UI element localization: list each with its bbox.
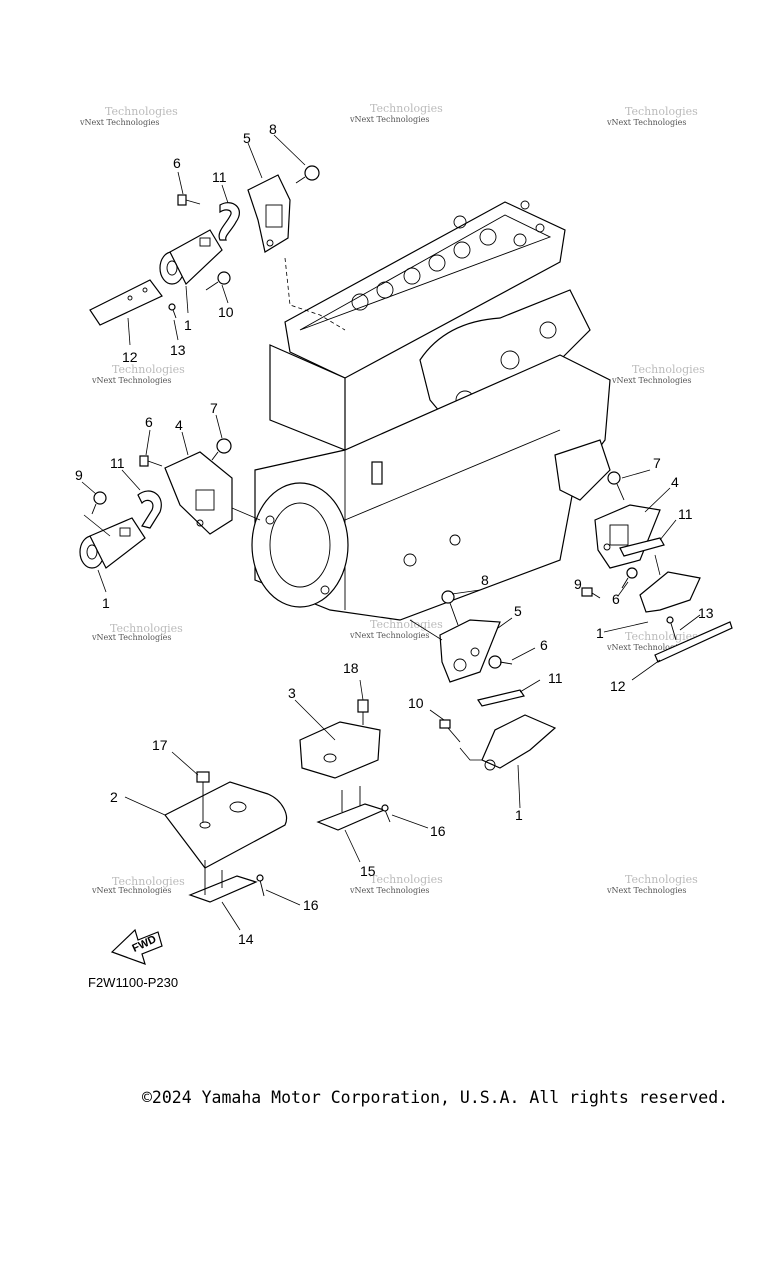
callout-18: 18 <box>343 660 359 676</box>
watermark-bg: Technologies <box>625 105 698 118</box>
callout-3: 3 <box>288 685 296 701</box>
callout-13: 13 <box>698 605 714 621</box>
callout-16: 16 <box>303 897 319 913</box>
callout-labels: 5 8 6 11 1 10 12 13 4 7 6 9 11 1 7 4 11 … <box>75 121 714 947</box>
mount-assembly-front-center <box>409 589 557 809</box>
bolt-icon <box>196 771 210 822</box>
forward-arrow-icon: FWD <box>110 928 163 965</box>
callout-13: 13 <box>170 342 186 358</box>
watermark: vNext Technologies <box>606 886 686 895</box>
callout-8: 8 <box>481 572 489 588</box>
callout-5: 5 <box>514 603 522 619</box>
callout-4: 4 <box>175 417 183 433</box>
bolt-icon <box>357 699 369 725</box>
bolt-icon <box>295 165 320 184</box>
callout-9: 9 <box>574 576 582 592</box>
bolt-icon <box>211 438 232 461</box>
watermark-bg: Technologies <box>112 875 185 888</box>
callout-7: 7 <box>653 455 661 471</box>
watermark-bg: Technologies <box>632 363 705 376</box>
watermark: vNext Technologies <box>349 886 429 895</box>
callout-10: 10 <box>218 304 234 320</box>
callout-11: 11 <box>110 455 125 471</box>
callout-16: 16 <box>430 823 446 839</box>
callout-4: 4 <box>671 474 679 490</box>
watermark: vNext Technologies <box>606 118 686 127</box>
callout-8: 8 <box>269 121 277 137</box>
watermark-bg: Technologies <box>625 873 698 886</box>
damper-assembly-center <box>294 679 429 863</box>
mount-assembly-right <box>581 469 733 681</box>
watermark-bg: Technologies <box>625 630 698 643</box>
bolt-icon <box>139 455 163 467</box>
callout-12: 12 <box>610 678 626 694</box>
watermark-bg: Technologies <box>105 105 178 118</box>
watermark-bg: Technologies <box>112 363 185 376</box>
callout-10: 10 <box>408 695 424 711</box>
watermark: vNext Technologies <box>606 643 686 652</box>
bolt-icon <box>177 194 201 206</box>
callout-6: 6 <box>173 155 181 171</box>
callout-7: 7 <box>210 400 218 416</box>
watermark: vNext Technologies <box>91 886 171 895</box>
callout-17: 17 <box>152 737 168 753</box>
mount-assembly-upper-left <box>89 134 320 346</box>
watermark: vNext Technologies <box>349 115 429 124</box>
callout-12: 12 <box>122 349 138 365</box>
callout-11: 11 <box>548 670 563 686</box>
watermark: vNext Technologies <box>611 376 691 385</box>
callout-1: 1 <box>596 625 604 641</box>
callout-6: 6 <box>540 637 548 653</box>
callout-1: 1 <box>515 807 523 823</box>
callout-9: 9 <box>75 467 83 483</box>
callout-1: 1 <box>184 317 192 333</box>
bolt-icon <box>441 590 459 626</box>
callout-5: 5 <box>243 130 251 146</box>
copyright-notice: ©2024 Yamaha Motor Corporation, U.S.A. A… <box>142 1088 729 1107</box>
watermark-bg: Technologies <box>110 622 183 635</box>
watermark-bg: Technologies <box>370 102 443 115</box>
callout-6: 6 <box>145 414 153 430</box>
callout-14: 14 <box>238 931 254 947</box>
watermark: vNext Technologies <box>79 118 159 127</box>
watermark-bg: Technologies <box>370 618 443 631</box>
bolt-icon <box>91 491 107 515</box>
mount-assembly-mid-left <box>79 414 261 593</box>
callout-6: 6 <box>612 591 620 607</box>
callout-15: 15 <box>360 863 376 879</box>
bolt-icon <box>205 271 231 291</box>
watermark: vNext Technologies <box>349 631 429 640</box>
bolt-icon <box>581 587 601 599</box>
bolt-icon <box>439 719 461 743</box>
callout-2: 2 <box>110 789 118 805</box>
callout-11: 11 <box>212 169 227 185</box>
watermark-group: Technologies vNext Technologies Technolo… <box>79 102 705 895</box>
damper-assembly-left <box>124 751 301 931</box>
callout-1: 1 <box>102 595 110 611</box>
callout-11: 11 <box>678 506 693 522</box>
engine-block <box>251 200 611 621</box>
watermark: vNext Technologies <box>91 376 171 385</box>
bolt-icon <box>621 567 638 589</box>
bolt-icon <box>488 655 513 669</box>
diagram-code: F2W1100-P230 <box>88 975 178 990</box>
bolt-icon <box>607 471 625 501</box>
watermark: vNext Technologies <box>91 633 171 642</box>
watermark-bg: Technologies <box>370 873 443 886</box>
